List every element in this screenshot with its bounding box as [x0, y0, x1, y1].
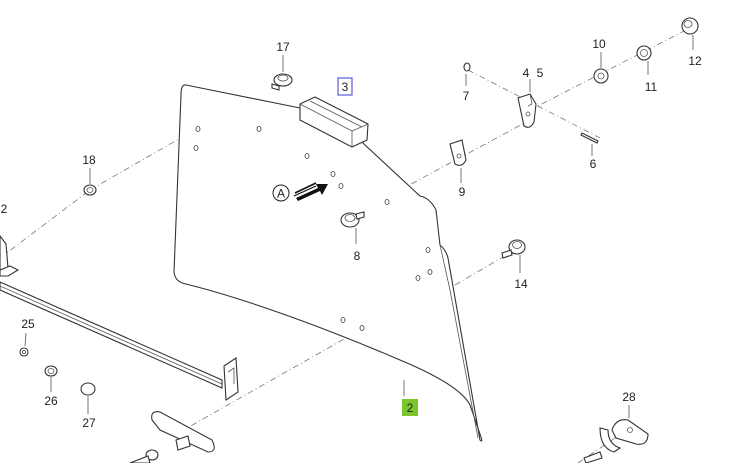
svg-text:14: 14 — [514, 277, 528, 291]
svg-text:2: 2 — [1, 202, 8, 216]
svg-text:10: 10 — [592, 37, 606, 51]
callout-12: 12 — [688, 54, 702, 68]
support-rod-assembly — [0, 235, 239, 401]
svg-text:17: 17 — [276, 40, 290, 54]
hinge-4-5 — [517, 79, 537, 128]
main-panel — [173, 84, 483, 442]
svg-text:4: 4 — [523, 66, 530, 80]
callout-6: 6 — [590, 157, 597, 171]
svg-text:8: 8 — [354, 249, 361, 263]
callout-27: 27 — [82, 416, 96, 430]
callout-4: 4 — [523, 66, 530, 80]
callout-28: 28 — [622, 390, 636, 404]
callout-9: 9 — [459, 185, 466, 199]
ring-7 — [463, 62, 471, 86]
callout-26: 26 — [44, 394, 58, 408]
nut-11 — [636, 45, 652, 75]
cap-nut-27 — [80, 382, 96, 414]
callout-14: 14 — [514, 277, 528, 291]
svg-text:18: 18 — [82, 153, 96, 167]
lever-bracket — [129, 411, 215, 464]
bracket-28 — [583, 405, 649, 464]
callout-10: 10 — [592, 37, 606, 51]
callout-3: 3 — [337, 77, 353, 96]
callout-2-left: 2 — [1, 202, 8, 216]
svg-text:26: 26 — [44, 394, 58, 408]
rubber-stop-14 — [501, 239, 526, 273]
rubber-stop-17 — [271, 55, 293, 91]
view-a-label: A — [277, 187, 285, 201]
view-a-marker: A — [272, 184, 290, 202]
callout-7: 7 — [463, 89, 470, 103]
callout-18: 18 — [82, 153, 96, 167]
washer-10 — [593, 52, 609, 84]
svg-text:27: 27 — [82, 416, 96, 430]
svg-text:28: 28 — [622, 390, 636, 404]
rubber-stop-8 — [340, 211, 365, 244]
svg-text:12: 12 — [688, 54, 702, 68]
view-arrow-icon — [293, 182, 328, 201]
cap-nut-12 — [681, 17, 699, 50]
svg-text:7: 7 — [463, 89, 470, 103]
callout-2: 2 — [402, 399, 418, 416]
pin-6 — [580, 132, 599, 156]
rubber-strip-part — [299, 96, 369, 148]
svg-text:11: 11 — [645, 80, 658, 94]
svg-text:9: 9 — [459, 185, 466, 199]
washer-25 — [19, 332, 29, 357]
nut-18 — [83, 168, 97, 196]
callout-8: 8 — [354, 249, 361, 263]
svg-text:25: 25 — [21, 317, 35, 331]
bracket-plate-9 — [449, 139, 467, 183]
svg-text:3: 3 — [342, 80, 349, 94]
svg-text:5: 5 — [537, 66, 544, 80]
callout-25: 25 — [21, 317, 35, 331]
callout-17: 17 — [276, 40, 290, 54]
callout-5: 5 — [537, 66, 544, 80]
nut-26 — [44, 365, 58, 392]
callout-11: 11 — [645, 80, 658, 94]
svg-text:6: 6 — [590, 157, 597, 171]
svg-text:2: 2 — [407, 401, 414, 415]
